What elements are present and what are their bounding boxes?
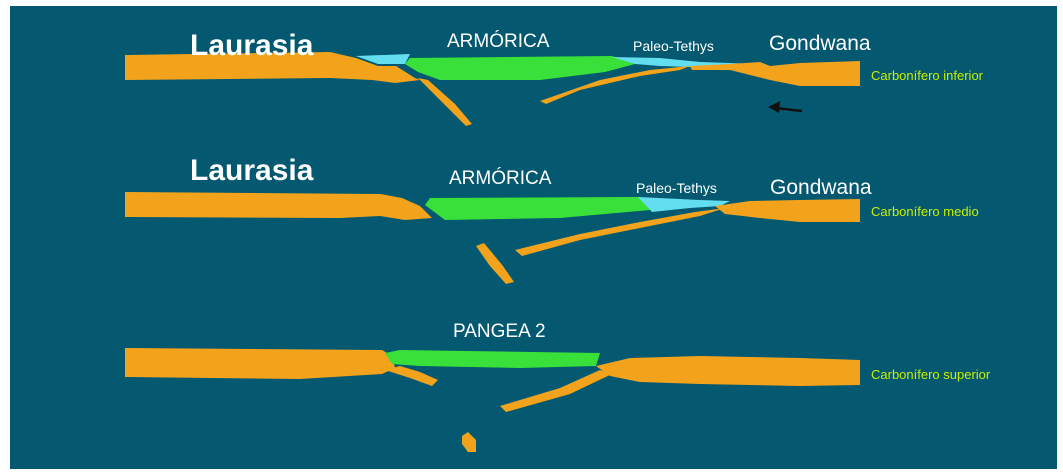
- period-label: Carbonífero medio: [871, 204, 979, 219]
- laurasia-label: Laurasia: [190, 154, 314, 187]
- paleo-tethys-label: Paleo-Tethys: [633, 38, 714, 54]
- period-label: Carbonífero superior: [871, 367, 991, 382]
- gondwana-label: Gondwana: [769, 32, 871, 55]
- laurasia-plate: [125, 348, 395, 379]
- paleo-tethys-label: Paleo-Tethys: [636, 180, 717, 196]
- pangea-suture-block: [385, 350, 600, 368]
- laurasia-label: Laurasia: [190, 29, 314, 62]
- period-label: Carbonífero inferior: [871, 68, 984, 83]
- pangea-label: PANGEA 2: [453, 321, 546, 342]
- armorica-label: ARMÓRICA: [447, 30, 550, 52]
- armorica-label: ARMÓRICA: [449, 167, 552, 189]
- laurasia-plate: [125, 192, 432, 220]
- gondwana-label: Gondwana: [770, 176, 872, 199]
